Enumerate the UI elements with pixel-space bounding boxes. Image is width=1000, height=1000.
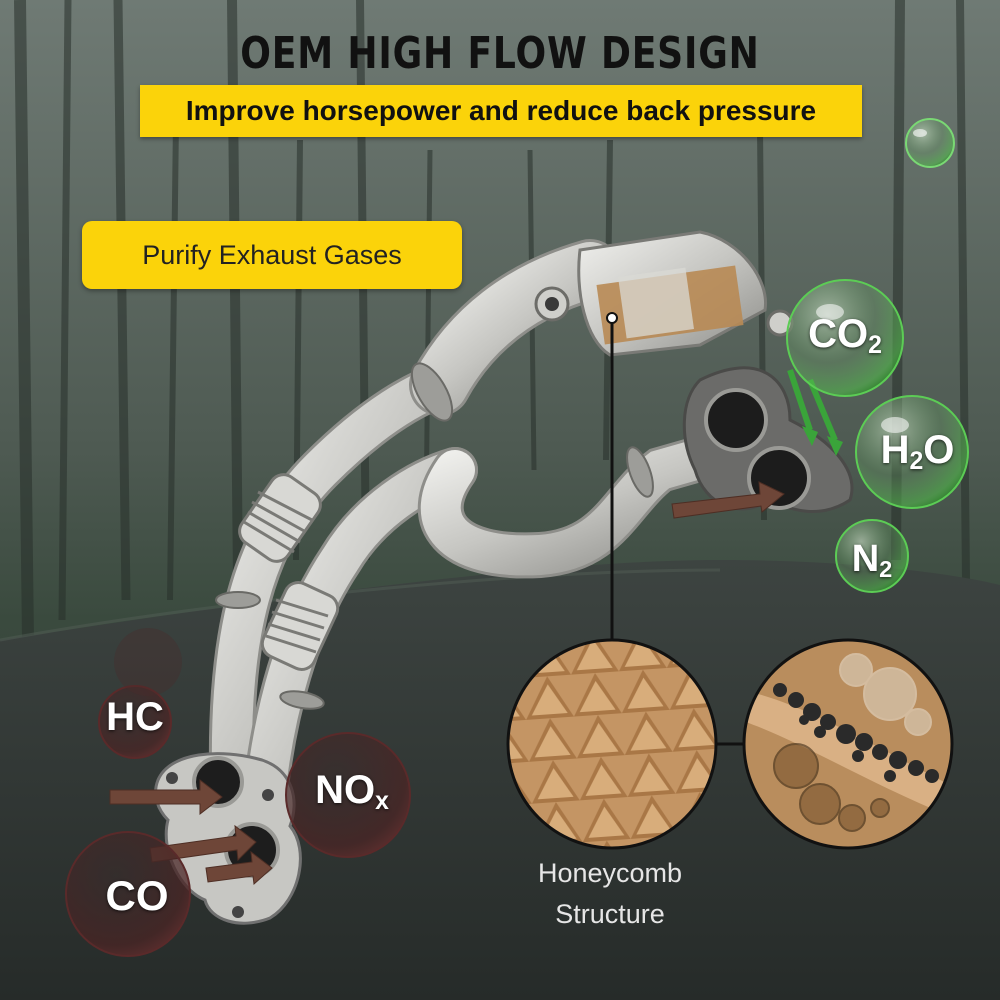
purify-callout: Purify Exhaust Gases — [82, 221, 462, 289]
nox-base: NO — [315, 768, 376, 812]
nox-label: NOx — [292, 768, 412, 816]
n2-base: N — [851, 538, 880, 580]
n2-subscript: 2 — [879, 555, 893, 582]
co-label: CO — [105, 872, 169, 919]
h2o-base-h: H — [880, 428, 910, 472]
co2-subscript: 2 — [868, 332, 882, 360]
co2-base: CO — [808, 312, 869, 356]
subtitle-text: Improve horsepower and reduce back press… — [185, 95, 817, 126]
purify-callout-text: Purify Exhaust Gases — [142, 240, 402, 270]
page-title: OEM HIGH FLOW DESIGN — [240, 28, 760, 79]
h2o-label: H2O — [865, 428, 970, 476]
n2-label: N2 — [838, 538, 906, 583]
honeycomb-caption-line2: Structure — [555, 899, 665, 929]
h2o-base-o: O — [923, 428, 955, 472]
subtitle-banner: Improve horsepower and reduce back press… — [140, 85, 862, 137]
co2-label: CO2 — [790, 312, 900, 360]
hc-label: HC — [106, 695, 164, 739]
honeycomb-caption-line1: Honeycomb — [537, 858, 683, 888]
honeycomb-caption: Honeycomb Structure — [505, 853, 715, 935]
nox-subscript: x — [375, 788, 389, 816]
h2o-subscript: 2 — [909, 448, 924, 476]
